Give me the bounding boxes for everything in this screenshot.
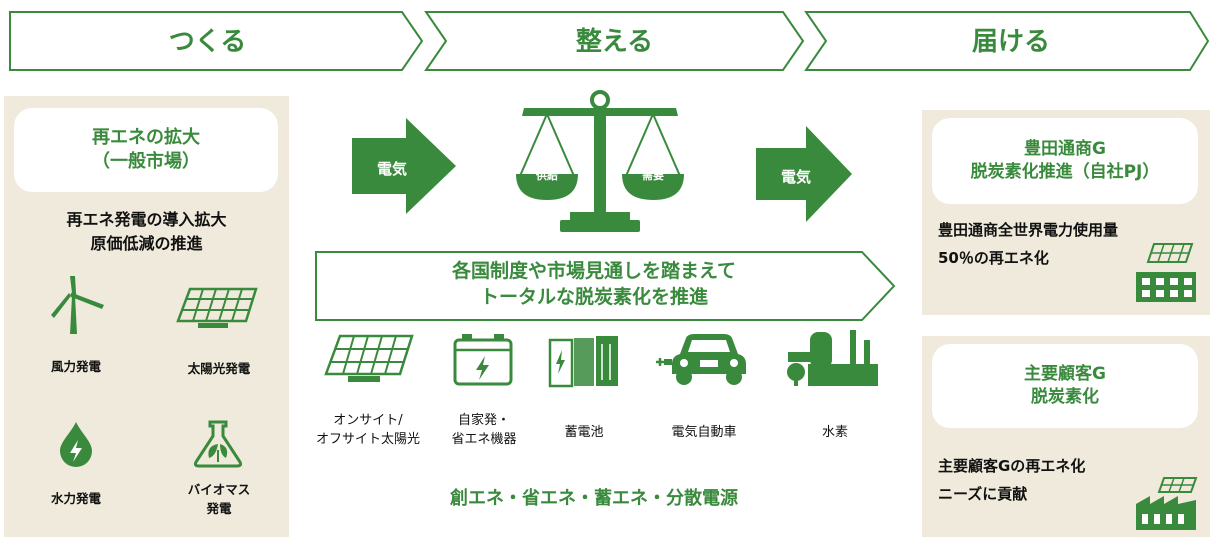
electricity-arrow-right [756, 126, 852, 222]
right-bottom-title-bubble: 主要顧客G 脱炭素化 [932, 344, 1198, 428]
hydrogen-plant-icon [787, 330, 878, 386]
self-generation-label: 自家発・ 省エネ機器 [432, 412, 536, 450]
factory-solar-icon [1136, 477, 1198, 530]
solar-power-label: 太陽光発電 [187, 361, 251, 376]
right-top-title-line1: 豊田通商G [1024, 139, 1106, 160]
wind-turbine-icon [51, 276, 104, 334]
right-bottom-text-line2: ニーズに貢献 [938, 485, 1028, 503]
right-top-title-bubble: 豊田通商G 脱炭素化推進（自社PJ） [932, 118, 1198, 204]
water-drop-icon [60, 422, 92, 467]
middle-footer: 創エネ・省エネ・蓄エネ・分散電源 [450, 488, 738, 509]
header-chevrons [9, 11, 1210, 71]
hydrogen-label: 水素 [821, 425, 848, 440]
strategy-banner-text: 各国制度や市場見通しを踏まえて トータルな脱炭素化を推進 [314, 258, 874, 310]
battery-icon [453, 334, 513, 386]
electric-car-label: 電気自動車 [671, 425, 737, 440]
scale-supply-label: 供給 [536, 169, 558, 182]
storage-battery-icon [548, 336, 618, 388]
solar-panel-icon [324, 334, 414, 382]
self-generation-label-line1: 自家発・ [457, 413, 510, 428]
step-label-make: つくる [168, 27, 247, 57]
scale-demand-label: 需要 [642, 169, 664, 182]
biomass-label: バイオマス 発電 [164, 480, 274, 518]
right-top-text: 豊田通商全世界電力使用量 50％の再エネ化 [938, 216, 1158, 272]
electricity-arrow-right-label: 電気 [780, 168, 811, 186]
biomass-label-line1: バイオマス [187, 482, 251, 497]
step-chevron-deliver [804, 11, 1210, 71]
solar-panel-icon [176, 287, 258, 328]
onsite-solar-label-line1: オンサイト/ [333, 413, 403, 428]
balance-scale-icon [516, 90, 684, 232]
right-top-title-line2: 脱炭素化推進（自社PJ） [970, 162, 1160, 182]
banner-line1: 各国制度や市場見通しを踏まえて [451, 260, 737, 282]
electricity-arrow-left [352, 118, 456, 214]
right-top-text-line1: 豊田通商全世界電力使用量 [938, 221, 1119, 239]
building-solar-icon [1136, 243, 1196, 302]
left-subtitle-line2: 原価低減の推進 [90, 234, 203, 253]
right-bottom-title-line1: 主要顧客G [1024, 364, 1106, 385]
banner-line2: トータルな脱炭素化を推進 [479, 286, 708, 308]
storage-battery-label: 蓄電池 [564, 425, 604, 440]
right-top-text-line2: 50％の再エネ化 [938, 249, 1049, 267]
step-chevron-make [9, 11, 424, 71]
left-title-line1: 再エネの拡大 [92, 126, 200, 148]
hydro-power-label: 水力発電 [50, 491, 101, 506]
left-title-line2: （一般市場） [92, 151, 200, 172]
step-label-arrange: 整える [575, 27, 654, 57]
onsite-solar-label: オンサイト/ オフサイト太陽光 [298, 412, 438, 450]
biomass-flask-icon [193, 420, 243, 468]
left-title-bubble: 再エネの拡大 （一般市場） [14, 108, 278, 192]
biomass-label-line2: 発電 [206, 501, 232, 516]
step-label-deliver: 届ける [971, 27, 1050, 57]
wind-power-label: 風力発電 [50, 359, 101, 374]
right-bottom-text-line1: 主要顧客Gの再エネ化 [938, 457, 1086, 475]
left-subtitle: 再エネ発電の導入拡大 原価低減の推進 [4, 208, 289, 256]
self-generation-label-line2: 省エネ機器 [451, 431, 517, 447]
right-bottom-title-line2: 脱炭素化 [1031, 387, 1099, 407]
left-subtitle-line1: 再エネ発電の導入拡大 [66, 210, 227, 229]
onsite-solar-label-line2: オフサイト太陽光 [315, 431, 420, 447]
right-bottom-text: 主要顧客Gの再エネ化 ニーズに貢献 [938, 452, 1148, 508]
step-chevron-arrange [424, 11, 805, 71]
electricity-arrow-left-label: 電気 [376, 160, 407, 178]
electric-car-icon [656, 334, 746, 385]
strategy-banner [315, 251, 896, 321]
